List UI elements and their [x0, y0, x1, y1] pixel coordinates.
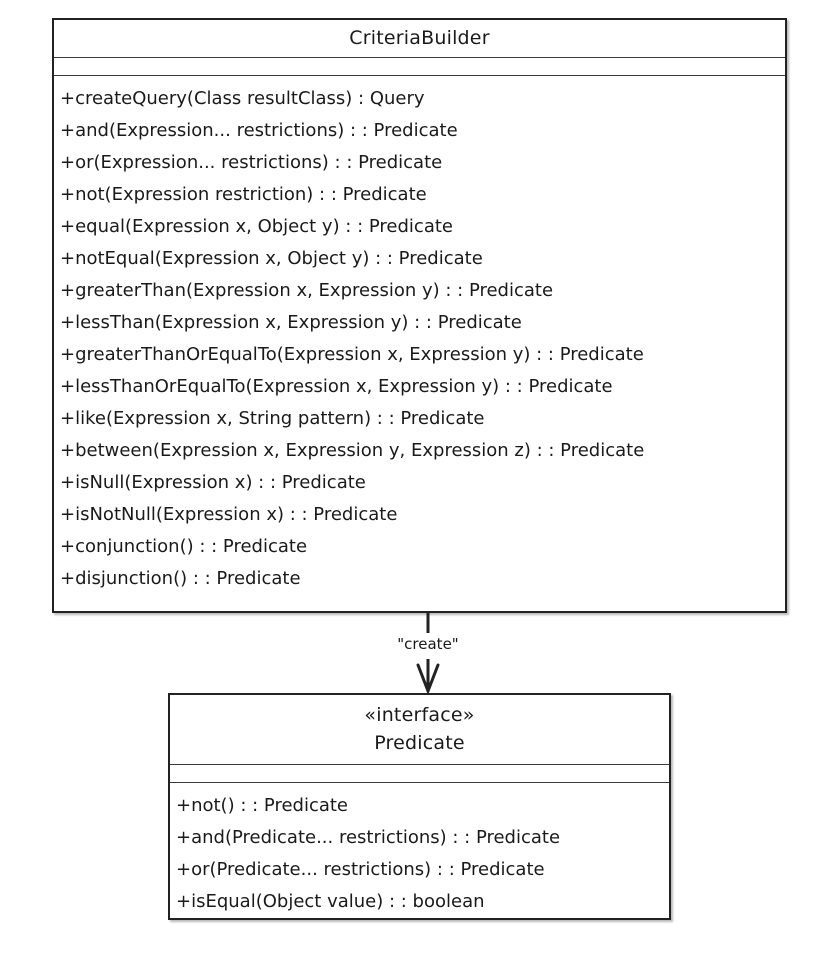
operation-row: +isNotNull(Expression x) : : Predicate	[60, 504, 398, 525]
attributes-compartment-criteriabuilder	[54, 58, 785, 76]
dependency-label-create: "create"	[397, 635, 459, 653]
class-box-criteriabuilder[interactable]: CriteriaBuilder +createQuery(Class resul…	[52, 18, 787, 613]
operation-row: +equal(Expression x, Object y) : : Predi…	[60, 216, 453, 237]
class-title-criteriabuilder: CriteriaBuilder	[349, 26, 490, 49]
operation-row: +lessThanOrEqualTo(Expression x, Express…	[60, 376, 613, 397]
operation-row: +and(Predicate... restrictions) : : Pred…	[176, 827, 561, 848]
class-stereotype-predicate: «interface»	[364, 703, 475, 726]
operation-row: +isNull(Expression x) : : Predicate	[60, 472, 366, 493]
operation-row: +isEqual(Object value) : : boolean	[176, 891, 485, 912]
operation-row: +or(Expression... restrictions) : : Pred…	[60, 152, 443, 173]
attributes-compartment-predicate	[170, 765, 669, 783]
dependency-arrow-icon	[416, 613, 440, 695]
operation-row: +conjunction() : : Predicate	[60, 536, 308, 557]
class-box-predicate[interactable]: «interface» Predicate +not() : : Predica…	[168, 693, 671, 920]
dependency-create: "create"	[358, 613, 498, 695]
class-header-predicate: «interface» Predicate	[170, 695, 669, 765]
operation-row: +lessThan(Expression x, Expression y) : …	[60, 312, 522, 333]
operation-row: +not(Expression restriction) : : Predica…	[60, 184, 427, 205]
operation-row: +notEqual(Expression x, Object y) : : Pr…	[60, 248, 483, 269]
class-header-criteriabuilder: CriteriaBuilder	[54, 20, 785, 58]
operations-compartment-predicate: +not() : : Predicate +and(Predicate... re…	[170, 783, 669, 924]
class-title-predicate: Predicate	[374, 731, 465, 754]
operation-row: +createQuery(Class resultClass) : Query	[60, 88, 425, 109]
operation-row: +disjunction() : : Predicate	[60, 568, 301, 589]
operations-compartment-criteriabuilder: +createQuery(Class resultClass) : Query +…	[54, 76, 785, 601]
operation-row: +and(Expression... restrictions) : : Pre…	[60, 120, 458, 141]
operation-row: +between(Expression x, Expression y, Exp…	[60, 440, 645, 461]
operation-row: +or(Predicate... restrictions) : : Predi…	[176, 859, 545, 880]
operation-row: +like(Expression x, String pattern) : : …	[60, 408, 485, 429]
operation-row: +not() : : Predicate	[176, 795, 349, 816]
operation-row: +greaterThan(Expression x, Expression y)…	[60, 280, 554, 301]
operation-row: +greaterThanOrEqualTo(Expression x, Expr…	[60, 344, 644, 365]
